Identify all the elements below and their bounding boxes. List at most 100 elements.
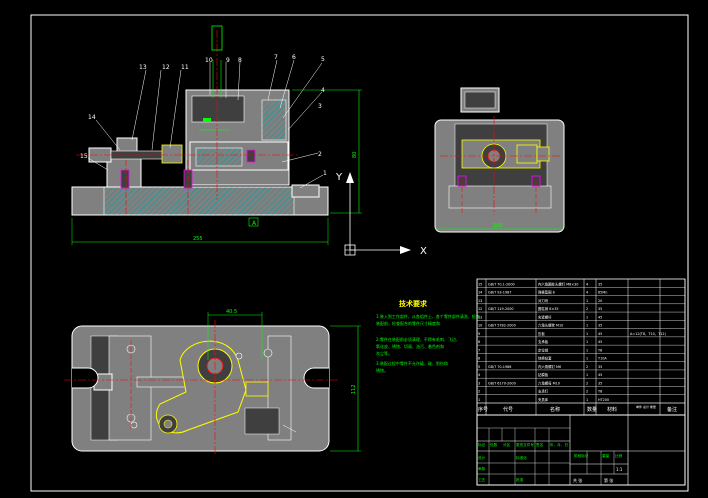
balloon-1: 1 — [323, 170, 327, 177]
table-cell: 2 — [478, 390, 480, 394]
table-cell: 7 — [478, 348, 480, 352]
table-cell: 支承钉 — [538, 389, 549, 394]
tb-process: 工艺 — [478, 477, 486, 482]
table-cell: 8 — [478, 340, 480, 344]
front-height-dim: 80 — [352, 152, 358, 158]
table-cell: 1 — [586, 324, 588, 328]
tech-req-line: 灰尘等。 — [376, 350, 392, 356]
table-cell: 5 — [478, 365, 480, 369]
tb-design: 设计 — [478, 455, 486, 460]
table-cell: 对刀块 — [538, 298, 549, 303]
parts-header-name: 名称 — [550, 406, 560, 413]
table-cell: 钻模板 — [538, 372, 549, 377]
balloon-12: 12 — [162, 64, 170, 71]
parts-header-remark: 备注 — [667, 406, 677, 413]
table-cell: 1 — [586, 315, 588, 319]
parts-header-code: 代号 — [503, 406, 513, 413]
table-cell: 45 — [598, 373, 602, 377]
tb-sign: 签名 — [536, 442, 544, 447]
table-cell: 1 — [586, 332, 588, 336]
parts-header-qty: 数量 — [587, 406, 597, 413]
table-cell: 65Mn — [598, 291, 607, 295]
table-cell: 夹紧螺杆 — [538, 314, 552, 319]
tb-scale-value: 1:1 — [616, 467, 623, 472]
balloon-11: 11 — [181, 64, 189, 71]
top-height-dim: 112 — [351, 384, 357, 394]
tech-req-line: 装配前，检查配合的零件尺寸精度和 — [376, 320, 440, 326]
balloon-3: 3 — [318, 103, 322, 110]
table-cell: GB/T 70.1-2000 — [488, 282, 515, 286]
table-cell: 35 — [598, 324, 602, 328]
tech-req-line: 2.零件在装配前必须清理，不得有毛刺、飞边、 — [376, 336, 460, 342]
table-cell: 2 — [586, 390, 588, 394]
balloon-4: 4 — [321, 87, 325, 94]
balloon-9: 9 — [226, 57, 230, 64]
table-cell: 14 — [478, 291, 482, 295]
drawing-frame — [30, 14, 689, 492]
table-cell: T8 — [597, 348, 602, 352]
table-cell: 1 — [586, 357, 588, 361]
technical-requirements: 技术要求 1.装入到工作部件，从各组件上，各个零件部件清洗、检查， 装配前，检查… — [376, 299, 484, 373]
table-cell: 六角头螺栓 M10 — [538, 323, 563, 328]
table-cell: GB/T 93-1987 — [488, 291, 511, 295]
table-cell: GB/T 119-2000 — [488, 307, 514, 311]
tb-count: 处数 — [490, 442, 498, 447]
table-cell: 3 — [478, 381, 480, 385]
tb-scale: 比例 — [615, 453, 623, 458]
table-cell: 45 — [598, 332, 602, 336]
table-cell: 15 — [478, 282, 482, 286]
table-cell: 20 — [598, 299, 602, 303]
balloon-7: 7 — [274, 54, 278, 61]
tb-change-doc: 更改文件号 — [516, 442, 534, 447]
table-cell: 35 — [598, 307, 602, 311]
tb-stage: 阶段标记 — [574, 453, 589, 458]
table-cell: 六角螺母 M10 — [538, 380, 560, 385]
table-cell: GB/T 70-1986 — [488, 365, 511, 369]
parts-header-seq: 序号 — [478, 406, 488, 413]
table-cell: 2 — [586, 381, 588, 385]
front-section-label: A — [252, 220, 257, 227]
top-view[interactable]: 40.5 112 — [64, 309, 361, 455]
side-view[interactable]: 100 — [434, 87, 565, 233]
front-view[interactable]: A 13 12 11 10 9 8 7 6 — [71, 25, 362, 245]
axis-y-label: Y — [335, 172, 343, 183]
table-row: 10 GB/T 5782-2000 六角头螺栓 M10 1 35 — [478, 323, 602, 328]
tb-sheets-total: 共 张 — [573, 477, 582, 483]
table-cell: 快换钻套 — [538, 356, 552, 361]
table-cell: 1 — [586, 299, 588, 303]
table-cell: 35 — [598, 365, 602, 369]
table-cell: 1 — [586, 373, 588, 377]
tb-review: 审核 — [478, 466, 486, 471]
table-cell: 定位销 — [538, 347, 549, 352]
table-cell: 45 — [598, 340, 602, 344]
table-cell: 12 — [478, 307, 482, 311]
table-cell: 1 — [478, 398, 480, 402]
table-cell: A=12(T8，T10，T12) — [630, 332, 667, 336]
ucs-axis-icon: Y X — [335, 172, 427, 257]
table-cell: HT200 — [598, 398, 609, 402]
table-cell: 4 — [586, 282, 588, 286]
table-cell: 10 — [478, 324, 482, 328]
table-cell: 弹簧垫圈 8 — [538, 290, 555, 295]
parts-header-material: 材料 — [607, 406, 617, 413]
table-cell: 2 — [586, 365, 588, 369]
table-cell: GB/T 5782-2000 — [488, 324, 516, 328]
tech-req-title: 技术要求 — [399, 299, 428, 308]
table-cell: 6 — [478, 357, 480, 361]
tb-standard: 标准化 — [516, 455, 527, 460]
tb-weight: 重量 — [602, 453, 610, 458]
title-block: 标记 处数 分区 更改文件号 签名 年、月、日 设计 标准化 阶段标记 重量 比… — [476, 414, 686, 486]
side-width-dim: 100 — [493, 223, 503, 229]
table-cell: T8 — [597, 390, 602, 394]
table-cell: 35 — [598, 381, 602, 385]
